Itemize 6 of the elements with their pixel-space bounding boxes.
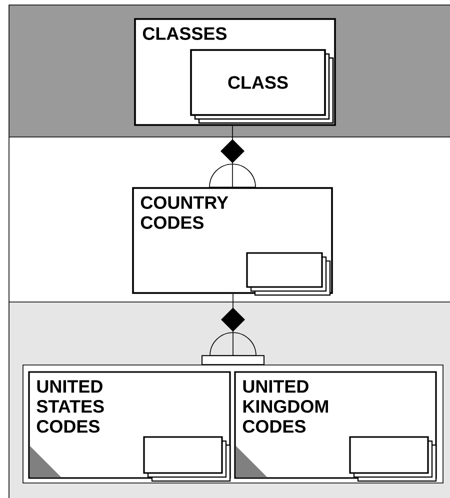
stacked-box <box>349 436 437 482</box>
connector <box>210 294 256 356</box>
entity-box: CLASS <box>190 49 334 124</box>
stacked-box <box>246 252 331 296</box>
stacked-box <box>143 436 231 482</box>
connector <box>209 126 256 188</box>
